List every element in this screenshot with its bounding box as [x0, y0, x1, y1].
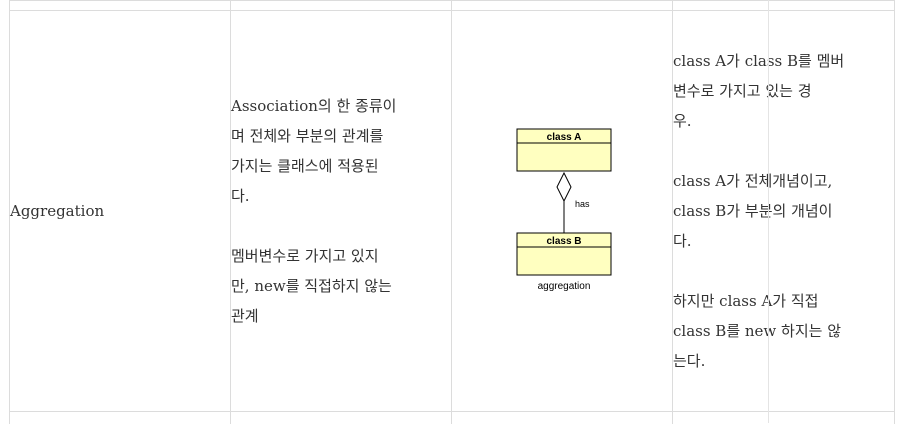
table-row-top — [10, 1, 895, 11]
class-b-label: class B — [546, 236, 581, 247]
diagram-caption: aggregation — [538, 281, 591, 292]
uml-diagram-cell: class A has class B aggregation — [452, 11, 673, 412]
class-a-label: class A — [547, 132, 582, 143]
description-line: 만, new를 직접하지 않는 — [231, 271, 445, 301]
relation-label: has — [575, 199, 590, 209]
cell-bottom-1 — [10, 412, 231, 424]
explanation-spacer — [673, 136, 888, 166]
cell-top-2 — [231, 1, 452, 11]
cell-bottom-2 — [231, 412, 452, 424]
description-line: 가지는 클래스에 적용된 — [231, 151, 445, 181]
explanation-line: class B가 부분의 개념이 — [673, 196, 888, 226]
explanation-line: class B를 new 하지는 않 — [673, 316, 888, 346]
description-line: 관계 — [231, 301, 445, 331]
description-spacer — [231, 211, 445, 241]
description-line: 며 전체와 부분의 관계를 — [231, 121, 445, 151]
column-divider — [768, 0, 769, 423]
aggregation-diagram: class A has class B aggregation — [507, 121, 617, 301]
class-b-box: class B — [517, 233, 611, 275]
description-line: 멤버변수로 가지고 있지 — [231, 241, 445, 271]
cell-top-1 — [10, 1, 231, 11]
table-row-bottom — [10, 412, 895, 424]
cell-bottom-4 — [673, 412, 895, 424]
explanation-spacer — [673, 256, 888, 286]
explanation-line: class A가 class B를 멤버 — [673, 46, 888, 76]
explanation-line: 우. — [673, 106, 888, 136]
explanation-line: 변수로 가지고 있는 경 — [673, 76, 888, 106]
aggregation-diamond-icon — [557, 173, 571, 201]
cell-top-3 — [452, 1, 673, 11]
cell-bottom-3 — [452, 412, 673, 424]
explanation-line: 다. — [673, 226, 888, 256]
class-a-box: class A — [517, 129, 611, 171]
relationship-name: Aggregation — [10, 11, 231, 412]
description-line: 다. — [231, 181, 445, 211]
description-line: Association의 한 종류이 — [231, 91, 445, 121]
explanation-line: class A가 전체개념이고, — [673, 166, 888, 196]
explanation-line: 하지만 class A가 직접 — [673, 286, 888, 316]
cell-top-4 — [673, 1, 895, 11]
explanation-line: 는다. — [673, 346, 888, 376]
